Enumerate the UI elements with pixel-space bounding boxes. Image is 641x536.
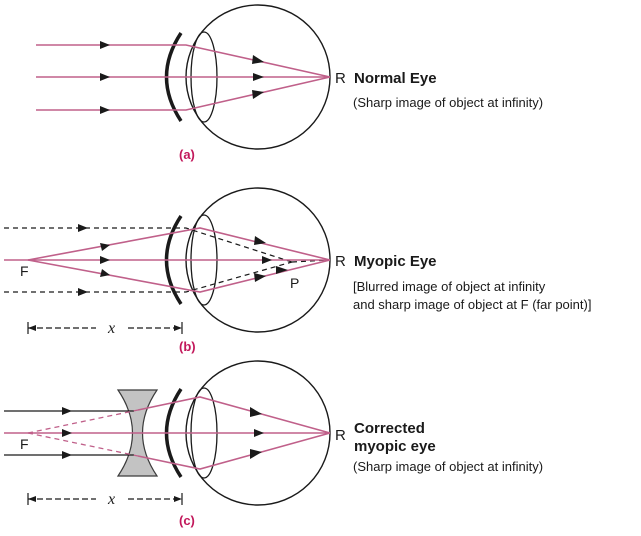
arrowhead xyxy=(250,407,262,417)
rays-b xyxy=(27,227,331,293)
panel-a: R Normal Eye (Sharp image of object at i… xyxy=(36,4,543,162)
arrowhead xyxy=(28,325,36,331)
arrowhead xyxy=(100,256,110,264)
panel-title-line1: Corrected xyxy=(354,420,425,437)
panel-caption-line2: and sharp image of object at F (far poin… xyxy=(353,297,591,312)
arrowhead xyxy=(262,256,272,264)
arrows-a xyxy=(100,41,264,114)
ray-c-top xyxy=(137,396,331,434)
virtual-rays-c xyxy=(27,409,139,457)
ray-a-bot xyxy=(36,76,331,111)
arrowhead xyxy=(276,266,288,274)
distance-label: x xyxy=(107,320,115,337)
point-f-label: F xyxy=(20,436,29,452)
ray-a-top xyxy=(36,44,331,78)
arrows-c xyxy=(62,407,264,459)
panel-b: F P R Myopic Eye [Blurred image of objec… xyxy=(4,187,591,354)
point-r-label: R xyxy=(335,253,346,270)
ray-b-top xyxy=(27,227,331,261)
arrowhead xyxy=(174,496,182,502)
panel-caption: (Sharp image of object at infinity) xyxy=(353,95,543,110)
distance-marker-c xyxy=(27,493,183,505)
panel-tag: (c) xyxy=(179,513,195,528)
point-r-label: R xyxy=(335,427,346,444)
panel-title-line2: myopic eye xyxy=(354,438,436,455)
panel-c: F R Corrected myopic eye (Sharp image of… xyxy=(4,360,543,528)
panel-title: Normal Eye xyxy=(354,70,437,87)
arrowhead xyxy=(254,273,266,282)
point-p-label: P xyxy=(290,275,299,291)
rays-c xyxy=(137,396,331,470)
arrowhead xyxy=(252,55,264,64)
arrowhead xyxy=(254,429,264,437)
panel-caption: (Sharp image of object at infinity) xyxy=(353,459,543,474)
arrowhead xyxy=(78,224,88,232)
arrows-b xyxy=(78,224,288,296)
arrowhead xyxy=(100,73,110,81)
panel-tag: (a) xyxy=(179,147,195,162)
rays-a xyxy=(36,44,331,111)
arrowhead xyxy=(252,90,264,99)
arrowhead xyxy=(254,236,266,245)
arrowhead xyxy=(28,496,36,502)
arrowhead xyxy=(174,325,182,331)
distance-arrows-b xyxy=(28,325,182,331)
ray-b-bot xyxy=(27,259,331,293)
dashed-ray-top xyxy=(4,227,293,263)
point-r-label: R xyxy=(335,70,346,87)
arrowhead xyxy=(62,429,72,437)
virtual-ray-bot xyxy=(27,432,139,457)
panel-tag: (b) xyxy=(179,339,196,354)
distance-arrows-c xyxy=(28,496,182,502)
arrowhead xyxy=(100,269,110,277)
panel-title: Myopic Eye xyxy=(354,253,437,270)
arrowhead xyxy=(100,243,110,251)
distance-marker-b xyxy=(27,322,183,334)
panel-caption-line1: [Blurred image of object at infinity xyxy=(353,279,546,294)
arrowhead xyxy=(250,449,262,459)
point-f-label: F xyxy=(20,263,29,279)
dashed-ray-bot xyxy=(4,261,293,293)
arrowhead xyxy=(78,288,88,296)
arrowhead xyxy=(253,73,264,81)
arrowhead xyxy=(62,451,72,459)
ray-c-bot xyxy=(137,432,331,470)
arrowhead xyxy=(62,407,72,415)
arrowhead xyxy=(100,106,110,114)
arrowhead xyxy=(100,41,110,49)
distance-label: x xyxy=(107,491,115,508)
virtual-ray-top xyxy=(27,409,139,434)
